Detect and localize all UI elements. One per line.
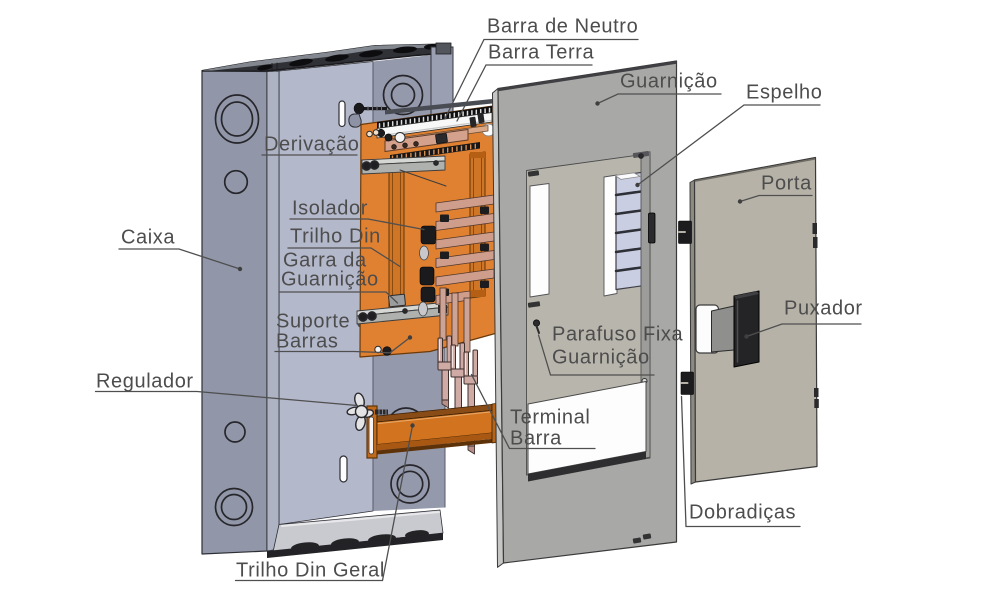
svg-text:Suporte de: Suporte de <box>276 311 380 333</box>
svg-text:Guarnição: Guarnição <box>620 71 718 93</box>
svg-text:Espelho: Espelho <box>746 82 822 104</box>
svg-text:Terminal: Terminal <box>510 407 590 429</box>
svg-text:Derivação: Derivação <box>264 134 359 156</box>
svg-text:Guarnição: Guarnição <box>281 269 379 291</box>
svg-text:Barras: Barras <box>276 331 339 353</box>
svg-text:Dobradiças: Dobradiças <box>689 502 796 524</box>
svg-text:Porta: Porta <box>761 173 812 195</box>
svg-text:Parafuso Fixa: Parafuso Fixa <box>552 324 683 346</box>
svg-text:Guarnição: Guarnição <box>552 347 650 369</box>
svg-text:Barra de Neutro: Barra de Neutro <box>487 16 638 38</box>
svg-text:Trilho Din Geral: Trilho Din Geral <box>236 560 385 582</box>
svg-text:Trilho Din: Trilho Din <box>290 226 381 248</box>
svg-text:Barra Terra: Barra Terra <box>488 42 595 64</box>
svg-text:Caixa: Caixa <box>121 227 175 249</box>
svg-text:Isolador: Isolador <box>292 198 368 220</box>
svg-text:Garra da: Garra da <box>283 250 367 272</box>
svg-text:Regulador: Regulador <box>96 371 194 393</box>
svg-text:Barra: Barra <box>510 428 562 450</box>
svg-text:Puxador: Puxador <box>784 298 863 320</box>
